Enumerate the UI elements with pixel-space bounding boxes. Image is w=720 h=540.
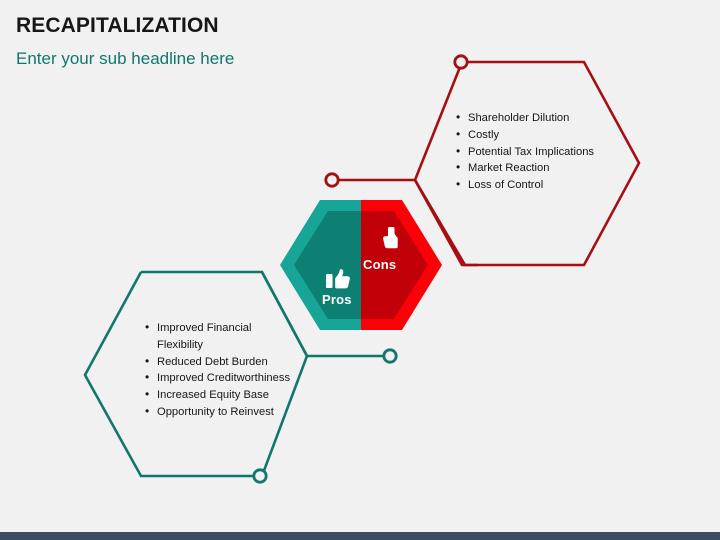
pros-bullet-list: Improved Financial Flexibility Reduced D… — [145, 319, 300, 421]
center-hexagon-outer-pros — [280, 200, 361, 330]
list-item: Loss of Control — [456, 176, 606, 194]
cons-center-node — [324, 172, 340, 188]
pros-center-node — [252, 468, 268, 484]
page-subtitle: Enter your sub headline here — [16, 49, 235, 68]
cons-connector-node — [453, 54, 469, 70]
page-title: RECAPITALIZATION — [16, 14, 219, 37]
list-item: Market Reaction — [456, 159, 606, 177]
list-item: Opportunity to Reinvest — [145, 403, 300, 421]
list-item: Shareholder Dilution — [456, 109, 606, 127]
footer-accent-bar — [0, 532, 720, 540]
list-item: Increased Equity Base — [145, 386, 300, 404]
list-item: Potential Tax Implications — [456, 143, 606, 161]
list-item: Improved Financial Flexibility — [145, 319, 300, 354]
thumbs-up-icon — [326, 269, 350, 289]
pros-connector-node — [382, 348, 398, 364]
cons-bullet-list: Shareholder Dilution Costly Potential Ta… — [456, 109, 606, 194]
list-item: Improved Creditworthiness — [145, 369, 300, 387]
thumbs-down-icon — [383, 227, 398, 249]
list-item: Costly — [456, 126, 606, 144]
pros-hexagon-label: Pros — [322, 292, 352, 307]
cons-hexagon-label: Cons — [363, 257, 397, 272]
list-item: Reduced Debt Burden — [145, 353, 300, 371]
